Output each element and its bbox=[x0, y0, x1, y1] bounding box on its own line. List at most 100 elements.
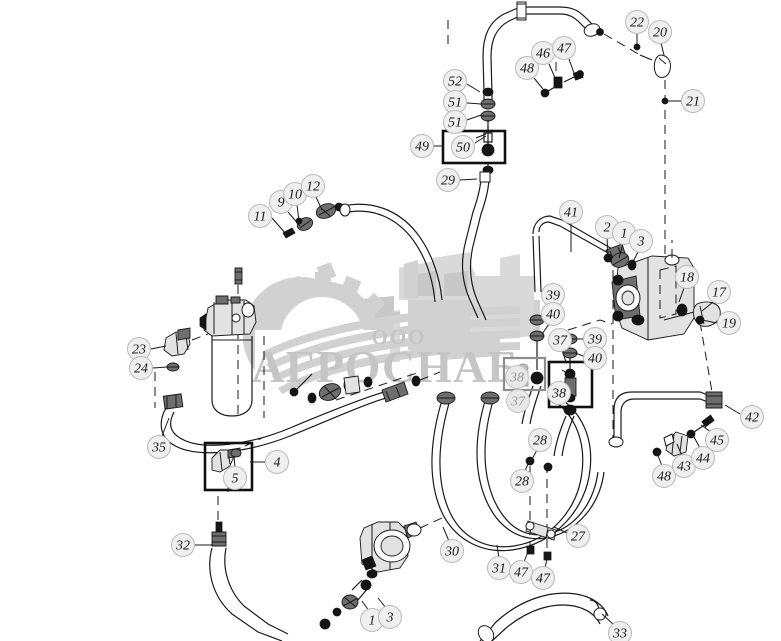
callout-circle[interactable] bbox=[510, 469, 534, 493]
callout-35[interactable]: 35 bbox=[147, 417, 171, 459]
callout-circle[interactable] bbox=[147, 435, 171, 459]
callout-number: 22 bbox=[630, 16, 644, 31]
callout-circle[interactable] bbox=[440, 539, 464, 563]
callout-33[interactable]: 33 bbox=[601, 613, 632, 641]
callout-18[interactable]: 18 bbox=[675, 265, 699, 303]
callout-47[interactable]: 47 bbox=[509, 548, 533, 584]
callout-39[interactable]: 39 bbox=[575, 327, 607, 351]
callout-48[interactable]: 48 bbox=[652, 452, 676, 488]
callout-circle[interactable] bbox=[531, 566, 555, 590]
callout-circle[interactable] bbox=[681, 89, 705, 113]
callout-45[interactable]: 45 bbox=[700, 424, 729, 452]
callout-49[interactable]: 49 bbox=[410, 134, 445, 158]
callout-number: 47 bbox=[557, 42, 572, 57]
callout-5[interactable]: 5 bbox=[223, 455, 247, 490]
callout-52[interactable]: 52 bbox=[443, 69, 481, 93]
callout-circle[interactable] bbox=[648, 20, 672, 44]
callout-number: 44 bbox=[696, 452, 710, 467]
callout-circle[interactable] bbox=[652, 464, 676, 488]
callout-number: 12 bbox=[306, 180, 320, 195]
callout-4[interactable]: 4 bbox=[250, 450, 289, 474]
callout-28[interactable]: 28 bbox=[528, 428, 552, 462]
callout-circle[interactable] bbox=[583, 346, 607, 370]
callout-circle[interactable] bbox=[506, 389, 530, 413]
callout-circle[interactable] bbox=[265, 450, 289, 474]
callout-42[interactable]: 42 bbox=[724, 404, 764, 429]
callout-circle[interactable] bbox=[705, 428, 729, 452]
callout-circle[interactable] bbox=[625, 10, 649, 34]
callout-41[interactable]: 41 bbox=[559, 200, 583, 253]
callout-51[interactable]: 51 bbox=[443, 110, 482, 134]
callout-circle[interactable] bbox=[515, 56, 539, 80]
callout-37[interactable]: 37 bbox=[506, 382, 530, 413]
callout-23[interactable]: 23 bbox=[127, 337, 167, 361]
callout-circle[interactable] bbox=[223, 466, 247, 490]
hose-35-assembly bbox=[160, 371, 441, 454]
callout-circle[interactable] bbox=[548, 328, 572, 352]
callout-21[interactable]: 21 bbox=[665, 89, 705, 113]
callout-circle[interactable] bbox=[436, 168, 460, 192]
callout-12[interactable]: 12 bbox=[301, 174, 325, 211]
callout-20[interactable]: 20 bbox=[648, 20, 672, 56]
callout-51[interactable]: 51 bbox=[443, 90, 482, 114]
callout-circle[interactable] bbox=[451, 135, 475, 159]
callout-circle[interactable] bbox=[410, 134, 434, 158]
callout-leader-line bbox=[271, 217, 287, 235]
callout-19[interactable]: 19 bbox=[701, 311, 741, 335]
callout-circle[interactable] bbox=[443, 110, 467, 134]
callout-43[interactable]: 43 bbox=[672, 443, 696, 478]
callout-24[interactable]: 24 bbox=[129, 356, 168, 380]
callout-circle[interactable] bbox=[129, 356, 153, 380]
callout-17[interactable]: 17 bbox=[701, 280, 731, 312]
callout-circle[interactable] bbox=[248, 204, 272, 228]
callout-circle[interactable] bbox=[301, 174, 325, 198]
callout-circle[interactable] bbox=[378, 605, 402, 629]
callout-circle[interactable] bbox=[541, 302, 565, 326]
callout-28[interactable]: 28 bbox=[510, 458, 534, 493]
callout-37[interactable]: 37 bbox=[548, 328, 572, 363]
callout-27[interactable]: 27 bbox=[553, 524, 590, 548]
callout-circle[interactable] bbox=[509, 560, 533, 584]
callout-number: 1 bbox=[369, 614, 376, 629]
callout-47[interactable]: 47 bbox=[531, 553, 555, 590]
callout-number: 45 bbox=[710, 434, 724, 449]
callout-circle[interactable] bbox=[675, 265, 699, 289]
callout-circle[interactable] bbox=[717, 311, 741, 335]
callout-number: 28 bbox=[533, 434, 547, 449]
callout-number: 1 bbox=[621, 227, 628, 242]
callout-circle[interactable] bbox=[559, 200, 583, 224]
watermark-company-name: АГРОСНАБ bbox=[251, 341, 518, 392]
callout-47[interactable]: 47 bbox=[552, 36, 576, 74]
callout-circle[interactable] bbox=[629, 229, 653, 253]
callout-30[interactable]: 30 bbox=[440, 526, 464, 563]
callout-circle[interactable] bbox=[740, 405, 764, 429]
callout-44[interactable]: 44 bbox=[691, 436, 715, 470]
group-box-38 bbox=[547, 360, 594, 409]
callout-32[interactable]: 32 bbox=[171, 533, 214, 557]
callout-circle[interactable] bbox=[707, 280, 731, 304]
callout-40[interactable]: 40 bbox=[574, 346, 607, 370]
callout-circle[interactable] bbox=[552, 36, 576, 60]
callout-50[interactable]: 50 bbox=[451, 135, 487, 159]
callout-circle[interactable] bbox=[691, 446, 715, 470]
callout-circle[interactable] bbox=[505, 365, 529, 389]
callout-leader-line bbox=[693, 436, 701, 449]
callout-circle[interactable] bbox=[547, 381, 571, 405]
callout-48[interactable]: 48 bbox=[515, 56, 544, 90]
callout-40[interactable]: 40 bbox=[541, 302, 565, 335]
callout-number: 47 bbox=[514, 566, 529, 581]
callout-number: 3 bbox=[637, 235, 645, 250]
callout-circle[interactable] bbox=[171, 533, 195, 557]
callout-circle[interactable] bbox=[566, 524, 590, 548]
callout-29[interactable]: 29 bbox=[436, 168, 478, 192]
callout-number: 39 bbox=[545, 289, 560, 304]
callout-31[interactable]: 31 bbox=[487, 544, 511, 580]
callout-38[interactable]: 38 bbox=[505, 365, 529, 389]
callout-3[interactable]: 3 bbox=[629, 229, 653, 265]
callout-22[interactable]: 22 bbox=[625, 10, 649, 46]
callout-38[interactable]: 38 bbox=[547, 381, 571, 405]
callout-11[interactable]: 11 bbox=[248, 204, 287, 235]
callout-circle[interactable] bbox=[528, 428, 552, 452]
callout-3[interactable]: 3 bbox=[377, 597, 402, 629]
callout-circle[interactable] bbox=[608, 621, 632, 641]
